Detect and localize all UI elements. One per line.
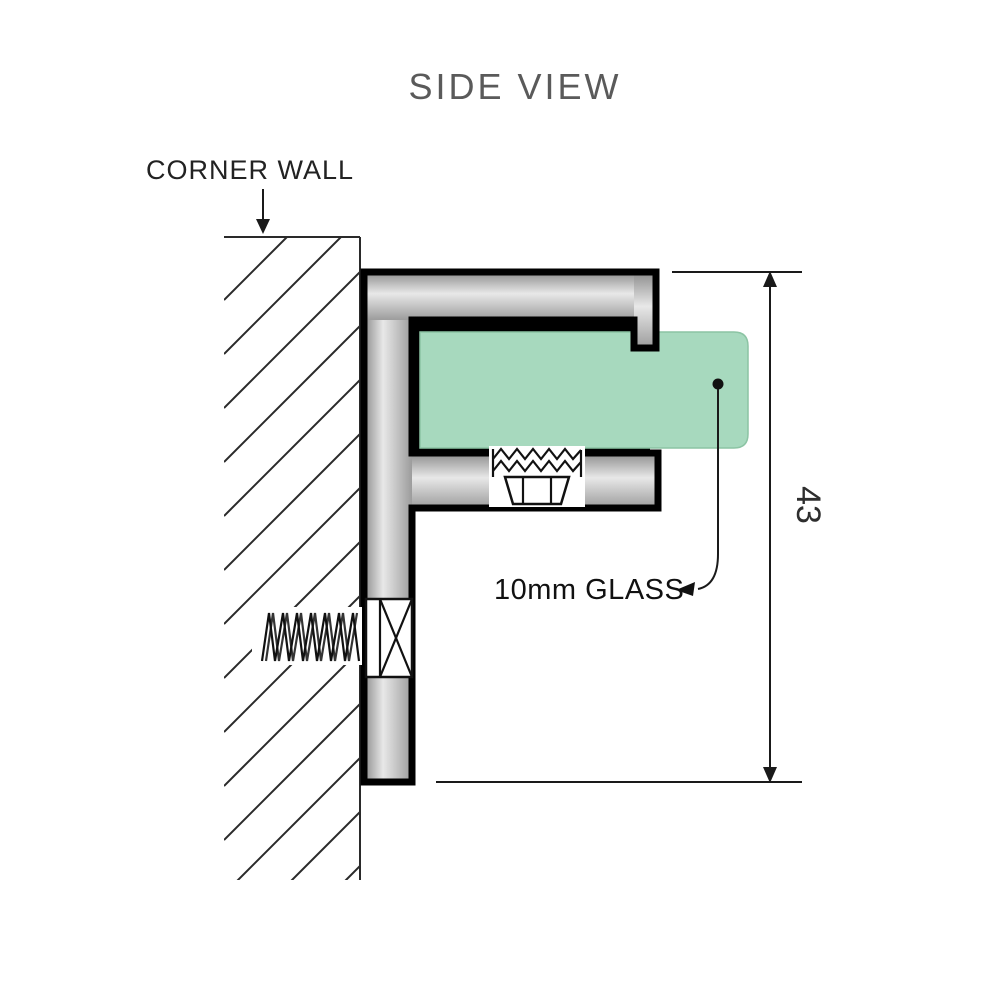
mounting-screw [252, 597, 414, 679]
corner-wall-label: CORNER WALL [146, 155, 354, 185]
bracket-outline [360, 268, 662, 786]
wall-hatching [224, 238, 360, 880]
dimension-label: 43 [789, 486, 827, 524]
glass-leader-arrow-icon [676, 378, 724, 596]
diagram-title: SIDE VIEW [408, 66, 621, 107]
glass-panel [419, 331, 749, 449]
glass-label: 10mm GLASS [494, 574, 684, 606]
leader-dot [712, 378, 724, 390]
corner-wall-arrow-icon [256, 189, 270, 234]
grub-screw [489, 446, 585, 507]
dimension-43: 43 [436, 271, 827, 783]
wall-line [224, 236, 361, 880]
dimension-arrow-up-icon [763, 271, 777, 287]
dimension-arrow-down-icon [763, 767, 777, 783]
